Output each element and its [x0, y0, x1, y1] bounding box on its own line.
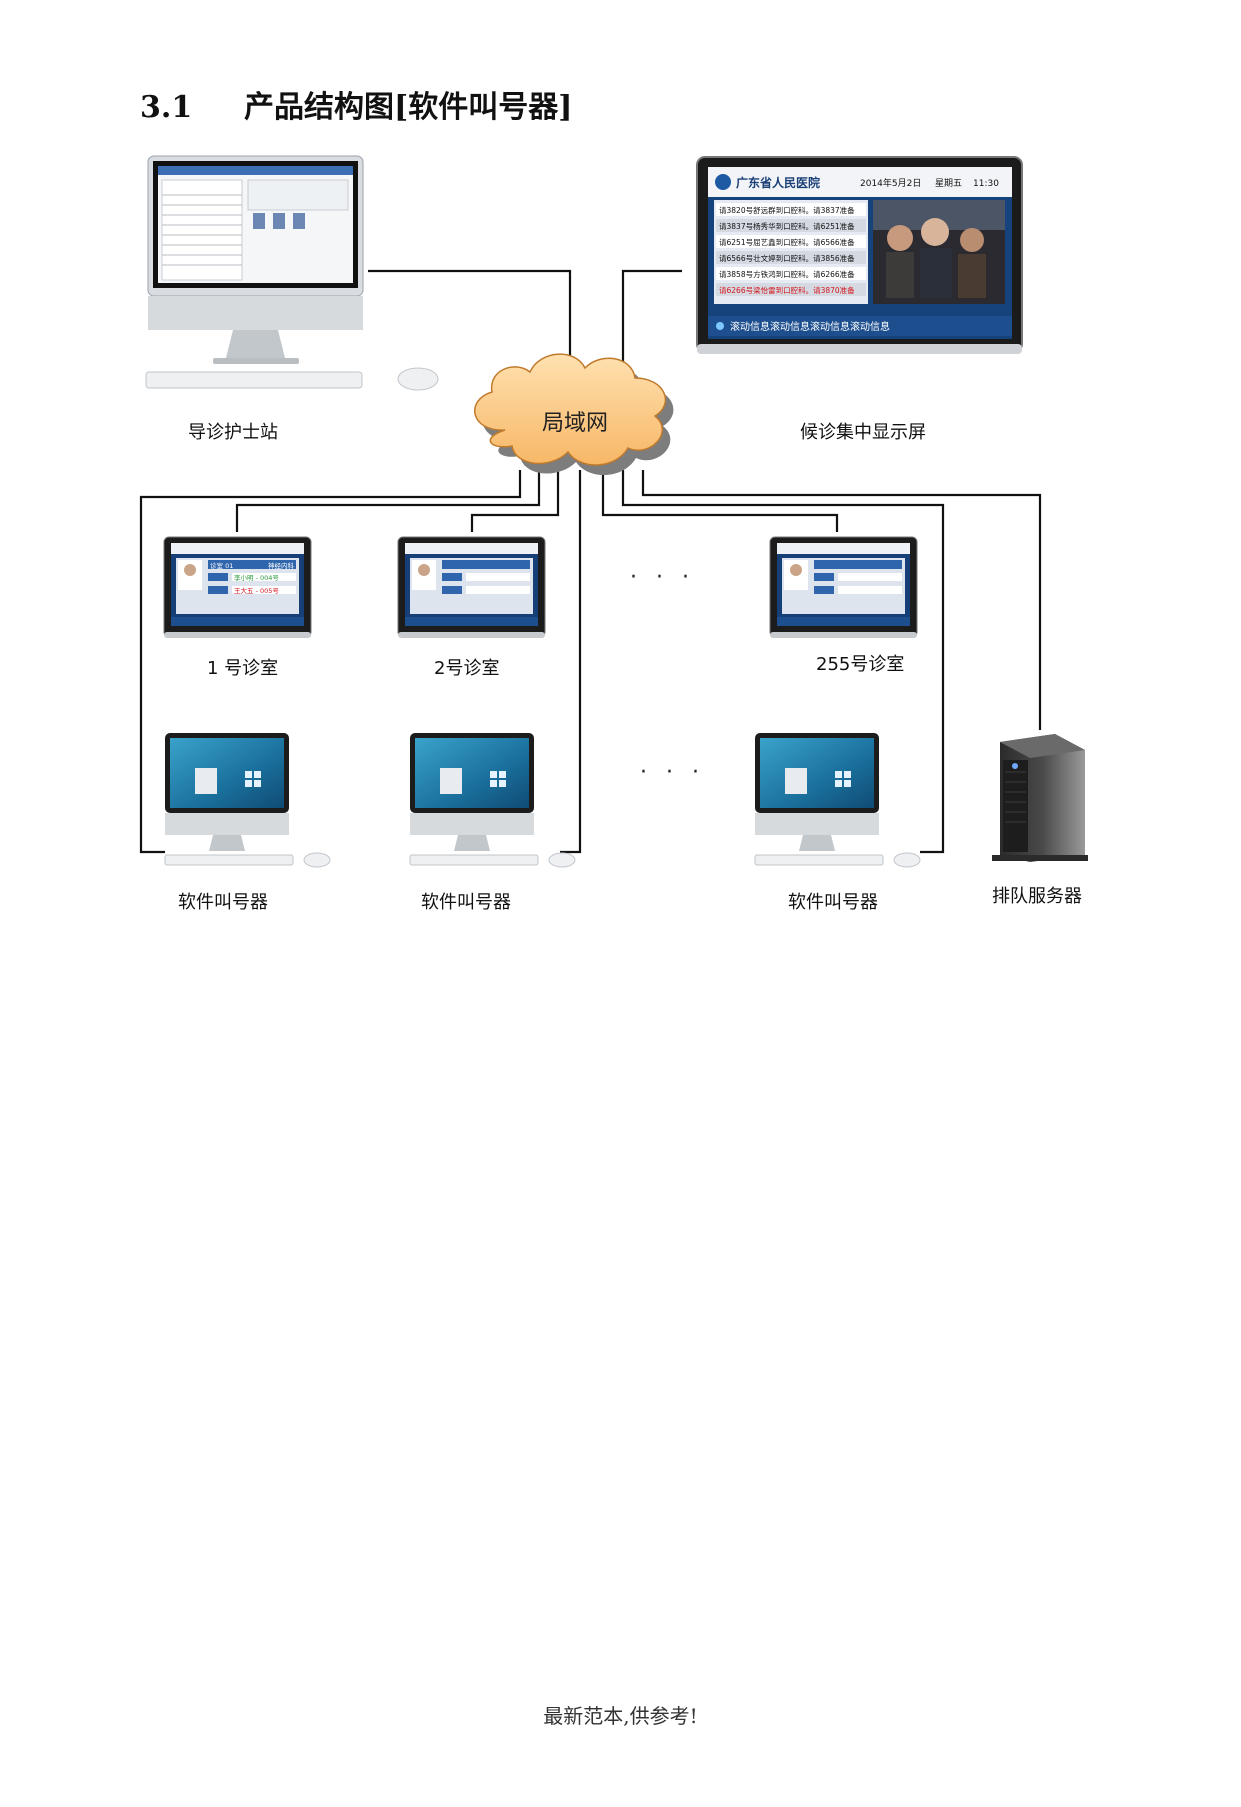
- room-screen-code: 诊室 01: [210, 561, 233, 570]
- page-footer: 最新范本,供参考!: [543, 1704, 698, 1728]
- link-caller-1: [139, 470, 522, 854]
- network-links: [139, 269, 1042, 854]
- section-heading: 3.1 产品结构图[软件叫号器]: [140, 82, 572, 126]
- caller-computer-1: [164, 733, 331, 868]
- display-row-4: 请6566号壮文婷到口腔科。请3856准备: [719, 253, 855, 263]
- lan-cloud: [474, 353, 674, 476]
- ellipsis-rooms: · · ·: [630, 565, 695, 590]
- central-display: 广东省人民医院 2014年5月2日 星期五 11:30 请3820号舒远群到口腔…: [696, 156, 1023, 354]
- label-room-255: 255号诊室: [816, 654, 905, 675]
- display-row-1: 请3820号舒远群到口腔科。请3837准备: [719, 205, 855, 215]
- svg-text:广东省人民医院: 广东省人民医院: [736, 175, 820, 190]
- room-screen-2: [397, 536, 546, 638]
- label-room-2: 2号诊室: [434, 658, 500, 679]
- display-date: 2014年5月2日: [860, 177, 921, 189]
- nurse-station-computer: [145, 155, 439, 391]
- display-time: 11:30: [973, 179, 999, 189]
- label-central-display: 候诊集中显示屏: [800, 422, 926, 443]
- display-row-5: 请3858号方铁鸿到口腔科。请6266准备: [719, 269, 855, 279]
- link-central-display: [621, 269, 682, 393]
- room-screen-1: [163, 536, 312, 638]
- product-structure-diagram: 广东省人民医院 2014年5月2日 星期五 11:30 请3820号舒远群到口腔…: [139, 155, 1088, 868]
- link-room-1: [235, 470, 541, 532]
- display-row-2: 请3837号杨秀华到口腔科。请6251准备: [719, 221, 855, 231]
- label-caller-3: 软件叫号器: [788, 892, 878, 913]
- link-caller-2: [560, 470, 582, 854]
- ellipsis-callers: · · ·: [640, 760, 705, 785]
- link-room-2: [470, 470, 560, 532]
- queue-server-tower: [992, 734, 1088, 862]
- room-screen-next: 王大五 - 005号: [234, 586, 279, 595]
- label-queue-server: 排队服务器: [992, 886, 1082, 907]
- display-row-6: 请6266号梁怡雷到口腔科。请3870准备: [719, 285, 855, 295]
- section-title: 产品结构图[软件叫号器]: [244, 90, 573, 125]
- display-ticker: 滚动信息滚动信息滚动信息滚动信息: [730, 320, 890, 333]
- section-number: 3.1: [140, 90, 193, 125]
- label-caller-2: 软件叫号器: [421, 892, 511, 913]
- caller-computer-2: [409, 733, 576, 868]
- lan-label: 局域网: [542, 411, 609, 436]
- room-screen-dept: 神经内科: [268, 561, 295, 570]
- room-screen-current: 李小明 - 004号: [234, 573, 279, 582]
- link-caller-3: [621, 470, 945, 854]
- link-nurse-station: [368, 269, 572, 393]
- caller-computer-3: [754, 733, 921, 868]
- label-caller-1: 软件叫号器: [178, 892, 268, 913]
- room-screen-255: [769, 536, 918, 638]
- label-nurse-station: 导诊护士站: [188, 422, 278, 443]
- link-room-255: [601, 470, 839, 532]
- label-room-1: 1 号诊室: [207, 658, 279, 679]
- display-weekday: 星期五: [935, 178, 962, 189]
- link-queue-server: [641, 470, 1042, 730]
- display-row-3: 请6251号屈艺鑫到口腔科。请6566准备: [719, 237, 855, 247]
